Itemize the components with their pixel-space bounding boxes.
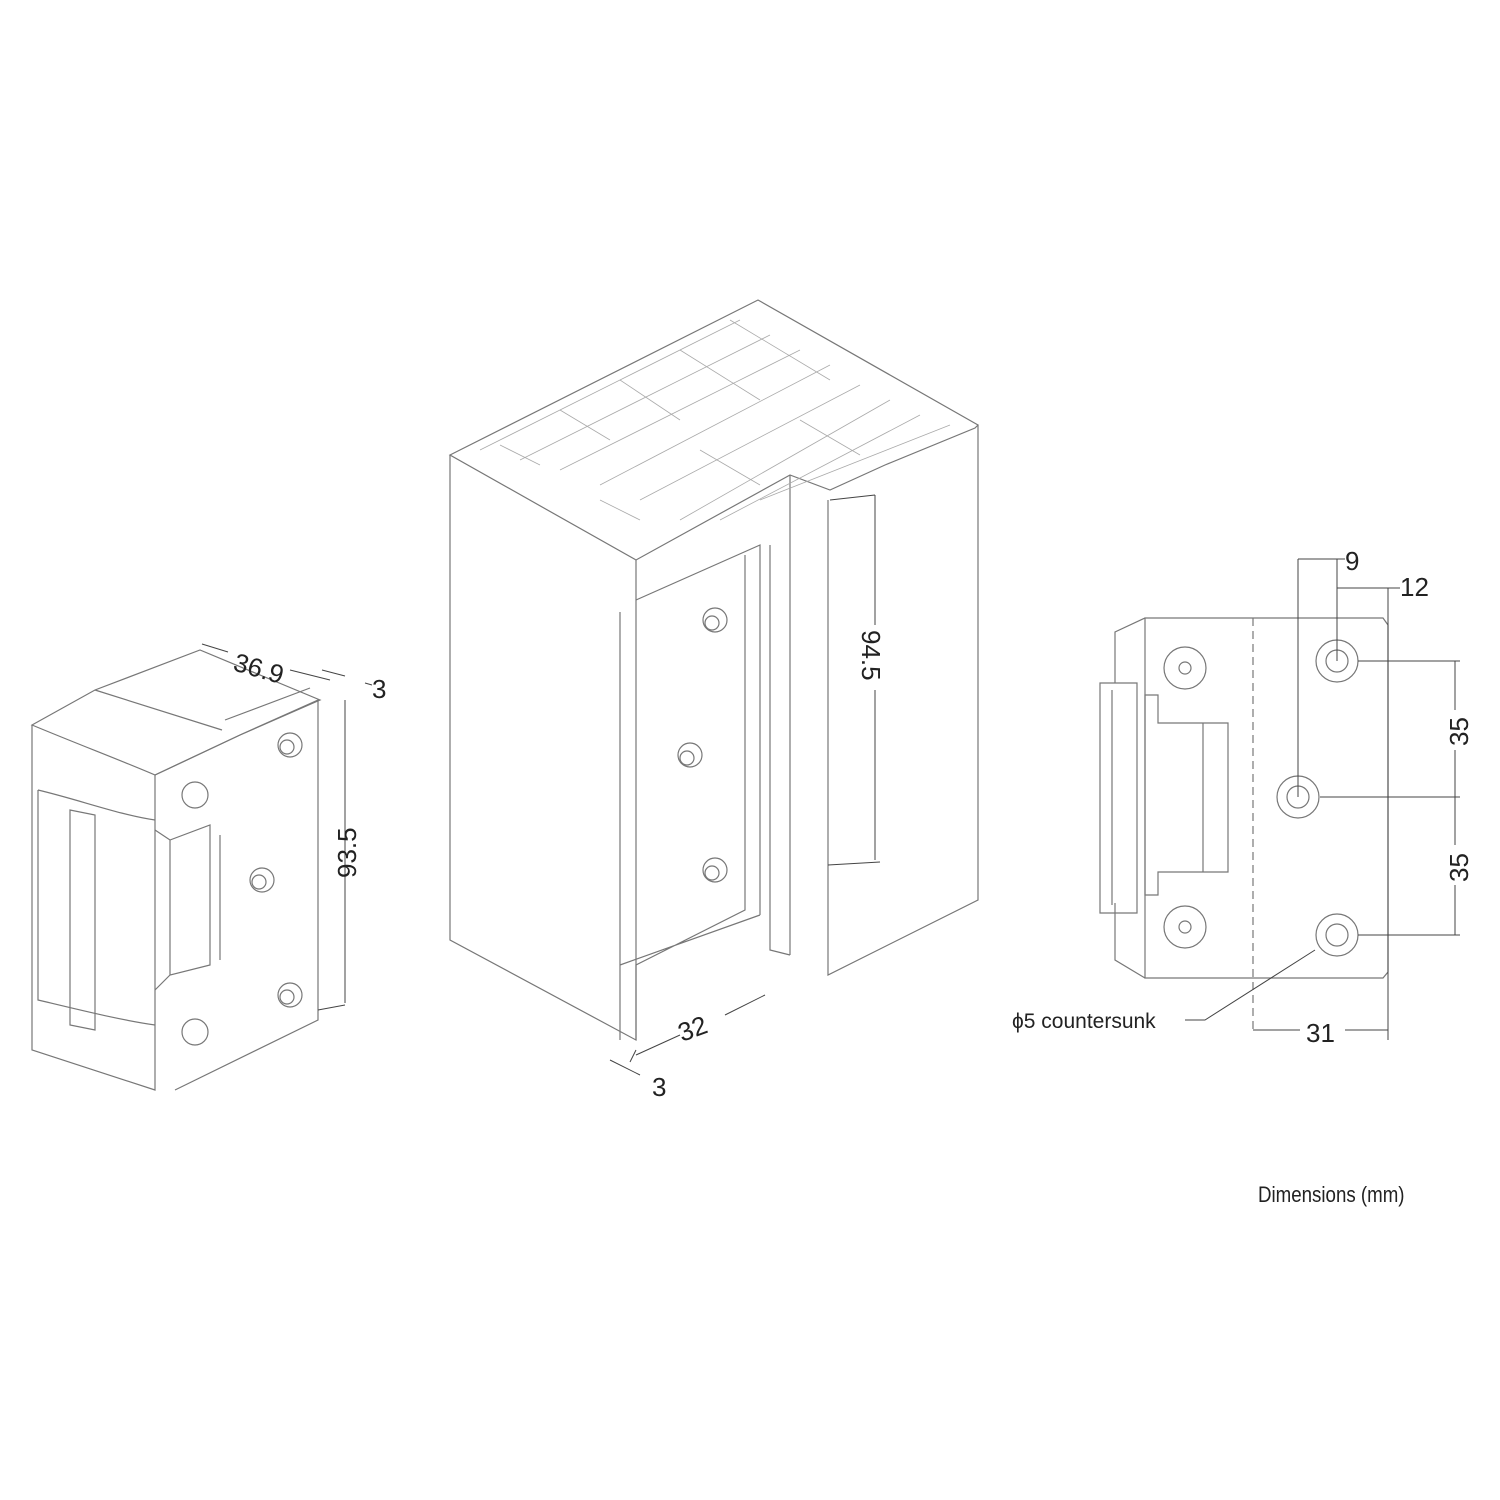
- wood-grain-hatch: [479, 319, 951, 521]
- hex-screw-icon: [1178, 661, 1192, 675]
- dim-3-center: 3: [652, 1072, 666, 1102]
- dim-31: 31: [1306, 1018, 1335, 1048]
- dim-12: 12: [1400, 572, 1429, 602]
- dim-93-5: 93.5: [332, 827, 362, 878]
- hex-screw-icon: [1178, 920, 1192, 934]
- screw-icon: [181, 781, 209, 809]
- dim-35-top: 35: [1444, 717, 1474, 746]
- dim-36-9: 36.9: [230, 647, 287, 690]
- hole-note: ϕ5 countersunk: [1012, 1010, 1156, 1033]
- center-dimensions: 94.5 32 3: [609, 494, 886, 1102]
- dim-3-left: 3: [372, 674, 386, 704]
- dim-9: 9: [1345, 546, 1359, 576]
- screw-icon: [181, 1018, 209, 1046]
- left-dimensions: 36.9 3 93.5: [201, 643, 386, 1011]
- center-door-frame: [448, 299, 979, 1042]
- right-front-elevation: [1099, 617, 1389, 1030]
- left-isometric-strike: [30, 649, 322, 1091]
- units-note: Dimensions (mm): [1258, 1182, 1405, 1207]
- dim-94-5: 94.5: [856, 630, 886, 681]
- dim-35-bottom: 35: [1444, 853, 1474, 882]
- right-dimensions: 9 12 35 35 31 ϕ5 countersunk: [1012, 546, 1474, 1048]
- dim-32: 32: [674, 1010, 711, 1048]
